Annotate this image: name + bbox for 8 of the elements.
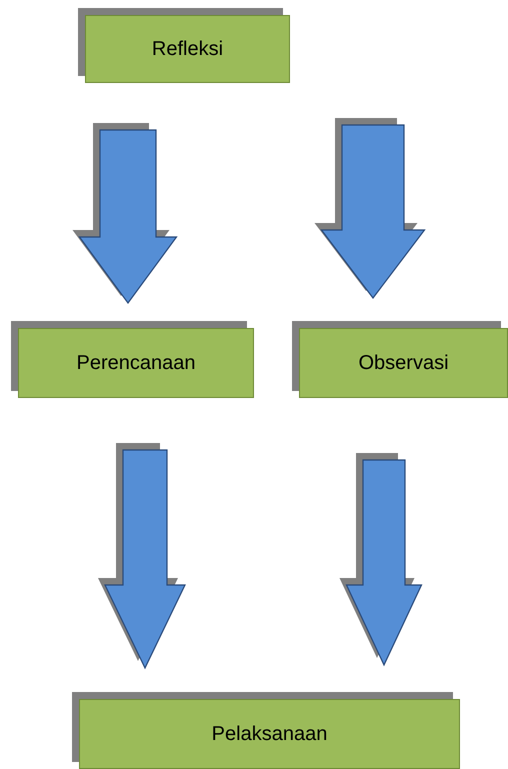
box-label: Pelaksanaan — [212, 722, 328, 746]
box-label: Perencanaan — [76, 352, 196, 374]
box-label: Observasi — [358, 352, 449, 374]
box-label: Refleksi — [152, 38, 224, 60]
block-arrow — [340, 453, 422, 666]
block-arrow — [98, 443, 186, 670]
block-arrow — [72, 123, 178, 304]
block-arrow — [314, 118, 426, 299]
